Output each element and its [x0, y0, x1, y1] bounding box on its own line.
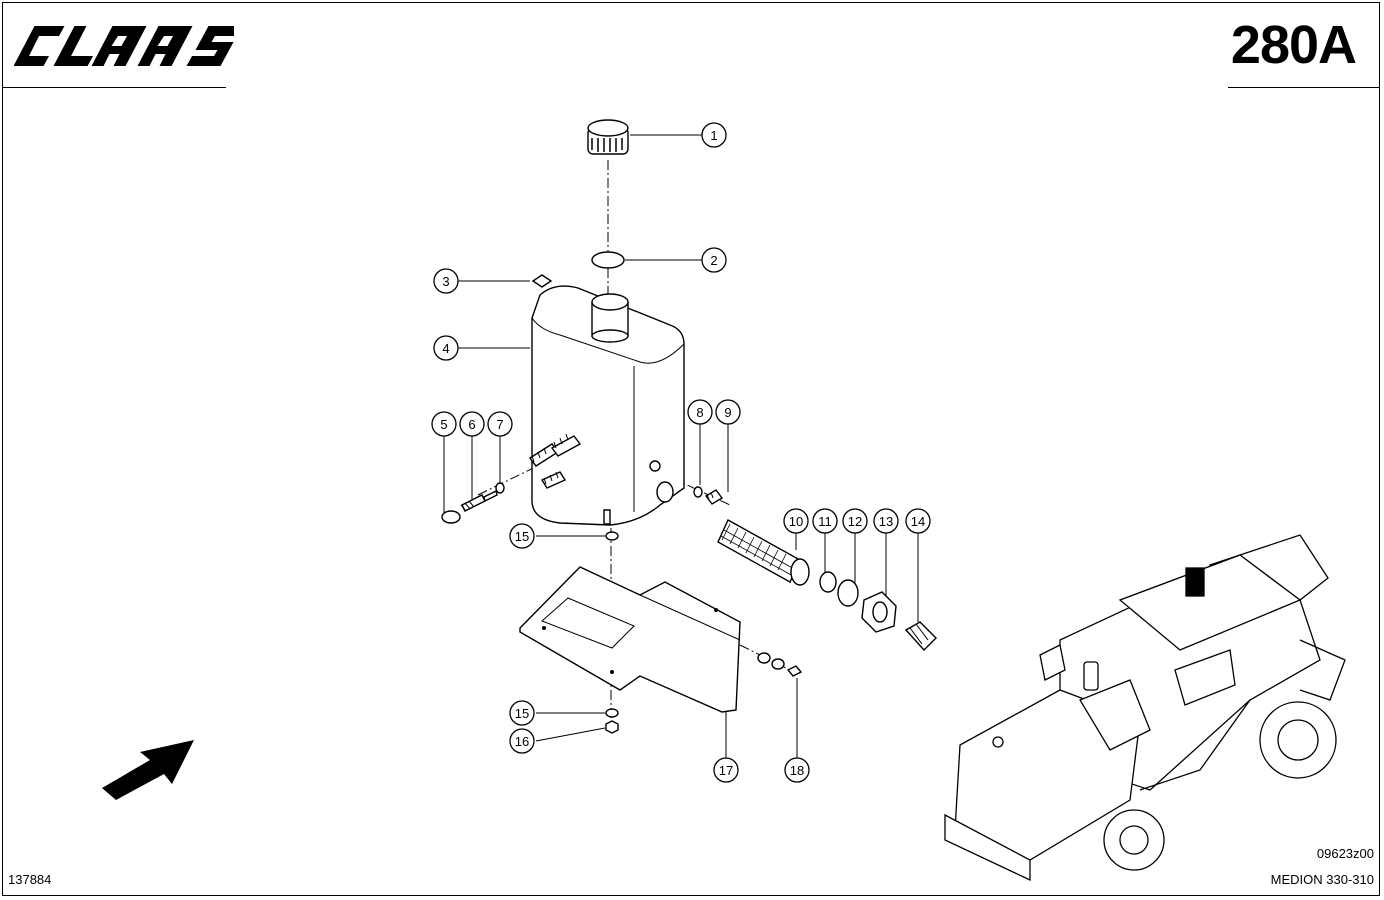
hose-nipple-set [441, 433, 582, 524]
callout-5: 5 [431, 411, 457, 437]
combine-harvester-icon [944, 534, 1346, 882]
drawing-number: 137884 [8, 872, 52, 887]
clamp-and-adapters [819, 571, 937, 652]
callout-label: 15 [515, 529, 529, 544]
bolt-set [757, 652, 803, 677]
callout-label: 15 [515, 706, 529, 721]
callout-7: 7 [487, 411, 513, 437]
outlet-fittings [603, 460, 724, 525]
washer-tank [531, 285, 685, 526]
leader-lines [443, 134, 919, 758]
callout-label: 9 [724, 405, 731, 420]
washer-upper [605, 531, 619, 541]
callout-2: 2 [701, 247, 727, 273]
callout-label: 17 [719, 763, 733, 778]
washer-lower [605, 708, 619, 718]
callout-13: 13 [873, 508, 899, 534]
callout-label: 6 [468, 417, 475, 432]
cap-seal [591, 251, 625, 269]
model-name: MEDION 330-310 [1270, 872, 1374, 887]
page-code-underline [1228, 87, 1380, 88]
callout-label: 11 [818, 514, 832, 529]
callout-10: 10 [783, 508, 809, 534]
tank-label [531, 274, 553, 288]
callout-label: 1 [710, 128, 717, 143]
filler-cap [587, 119, 629, 155]
callout-label: 14 [911, 514, 925, 529]
callout-label: 4 [442, 341, 449, 356]
callout-label: 5 [440, 417, 447, 432]
page-code: 280A [1230, 15, 1357, 75]
strainer-filter [717, 519, 810, 586]
callout-label: 2 [710, 253, 717, 268]
brand-underline [2, 87, 226, 88]
callout-14: 14 [905, 508, 931, 534]
callout-18: 18 [784, 757, 810, 783]
callout-17: 17 [713, 757, 739, 783]
callout-1: 1 [701, 122, 727, 148]
callout-15-lower: 15 [509, 700, 535, 726]
callout-3: 3 [433, 268, 459, 294]
forward-arrow-icon [102, 740, 194, 800]
callout-label: 10 [789, 514, 803, 529]
callout-4: 4 [433, 335, 459, 361]
callout-8: 8 [687, 399, 713, 425]
callout-9: 9 [715, 399, 741, 425]
callout-label: 7 [496, 417, 503, 432]
hex-nut [605, 720, 619, 734]
callout-label: 13 [879, 514, 893, 529]
claas-logo [14, 26, 234, 66]
callout-label: 12 [848, 514, 862, 529]
callout-15-upper: 15 [509, 523, 535, 549]
callout-label: 18 [790, 763, 804, 778]
figure-reference: 09623z00 [1316, 846, 1374, 861]
callout-label: 3 [442, 274, 449, 289]
callout-12: 12 [842, 508, 868, 534]
callout-label: 8 [696, 405, 703, 420]
tank-bracket [519, 566, 741, 713]
callout-label: 16 [515, 734, 529, 749]
callout-6: 6 [459, 411, 485, 437]
callout-11: 11 [812, 508, 838, 534]
callout-16: 16 [509, 728, 535, 754]
